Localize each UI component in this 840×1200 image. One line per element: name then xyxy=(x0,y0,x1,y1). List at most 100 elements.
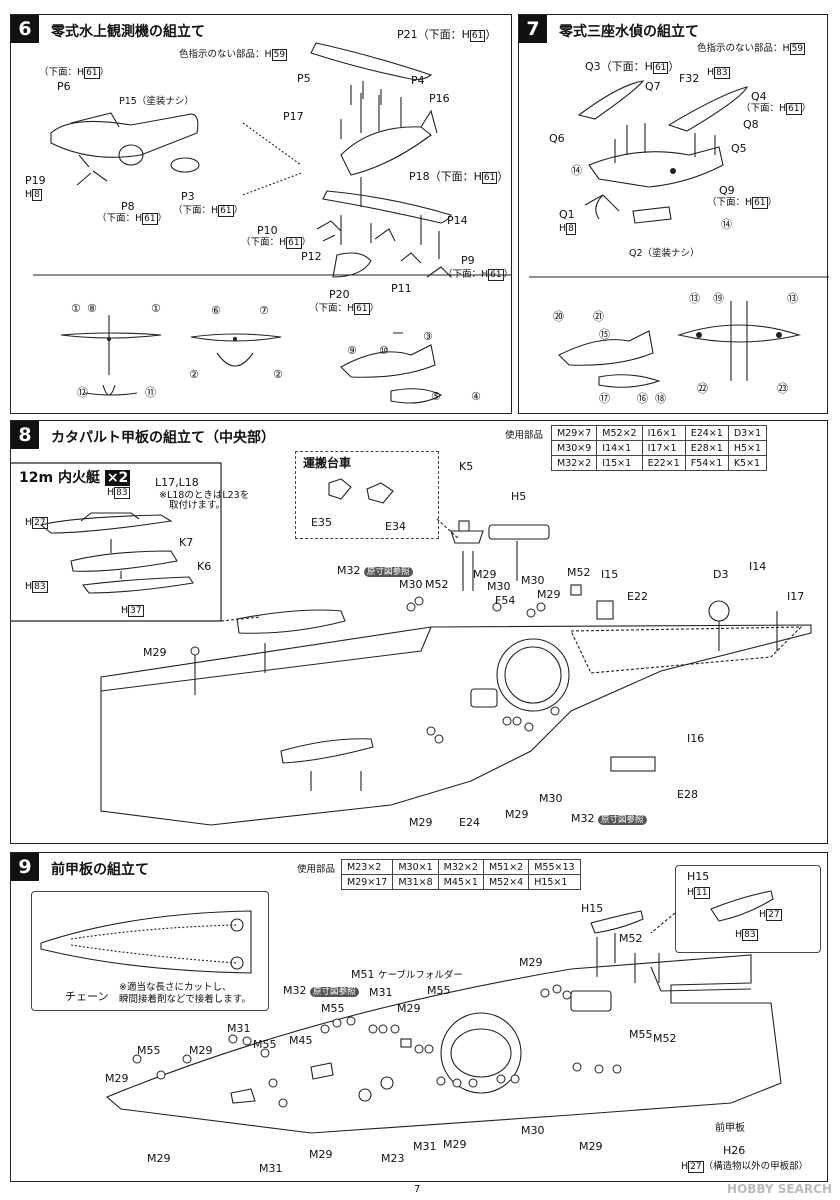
label-p9: P9 xyxy=(461,254,475,267)
label-d3: D3 xyxy=(713,568,729,581)
step6-title: 零式水上観測機の組立て xyxy=(51,24,205,40)
label-m29-f: M29 xyxy=(443,1138,467,1151)
label-text: （下面：H xyxy=(707,197,753,208)
marking-4: ④ xyxy=(471,390,481,403)
label-f32: F32 xyxy=(679,72,700,85)
label-m31-a: M31 xyxy=(369,986,393,999)
step8-title: カタパルト甲板の組立て（中央部） xyxy=(51,430,275,446)
label-text: H xyxy=(681,1161,689,1172)
label-h15: H15 xyxy=(581,902,604,915)
table-cell: H15×1 xyxy=(528,874,581,890)
label-e28: E28 xyxy=(677,788,698,801)
label-m29-left: M29 xyxy=(143,646,167,659)
label-text: （下面：H xyxy=(741,103,787,114)
label-p20: P20 xyxy=(329,288,350,301)
label-q7: Q7 xyxy=(645,80,661,93)
label-m30-a: M30 xyxy=(399,578,423,591)
label-text: H xyxy=(559,223,567,234)
marking-12: ⑫ xyxy=(77,386,88,399)
table-cell: K5×1 xyxy=(727,455,768,471)
ref-badge: 原寸図参照 xyxy=(598,815,647,825)
color-code: 61 xyxy=(469,30,486,42)
label-text: H xyxy=(107,487,115,498)
page-number: 7 xyxy=(414,1184,421,1195)
marking-17: ⑰ xyxy=(599,392,610,405)
label-m52-a: M52 xyxy=(425,578,449,591)
marking-2b: ② xyxy=(273,368,283,381)
label-text: Q3（下面：H xyxy=(585,60,653,73)
marking-11: ⑪ xyxy=(145,386,156,399)
label-text: （下面：H xyxy=(173,205,219,216)
marking-5: ⑤ xyxy=(431,390,441,403)
label-m29-h: M29 xyxy=(147,1152,171,1165)
color-code: 27 xyxy=(32,517,48,529)
label-m52-b: M52 xyxy=(653,1032,677,1045)
label-l17: L17,L18 xyxy=(155,476,199,489)
step6-note-text: 色指示のない部品：H xyxy=(179,49,272,60)
label-text: （下面：H xyxy=(97,213,143,224)
label-h5: H5 xyxy=(511,490,527,503)
marking-7: ⑦ xyxy=(259,304,269,317)
marking-20: ⑳ xyxy=(553,310,564,323)
label-m29-d: M29 xyxy=(105,1072,129,1085)
marking-23: ㉓ xyxy=(777,382,788,395)
label-text: H xyxy=(25,517,33,528)
label-p4: P4 xyxy=(411,74,425,87)
ref-badge: 原寸図参照 xyxy=(364,567,413,577)
marking-22: ㉒ xyxy=(697,382,708,395)
step8-parts-header: 使用部品 xyxy=(505,430,544,441)
step9-assembly-drawing xyxy=(40,890,782,1134)
label-text: P18（下面：H xyxy=(409,170,482,183)
ref-badge: 原寸図参照 xyxy=(310,987,359,997)
label-text: （下面：H xyxy=(241,237,287,248)
color-code: 61 xyxy=(84,67,100,79)
chain-note-2: 瞬間接着剤などで接着します。 xyxy=(119,994,251,1005)
color-code: 61 xyxy=(786,103,802,115)
table-cell: M29×17 xyxy=(340,874,394,890)
label-p19: P19 xyxy=(25,174,46,187)
label-i15: I15 xyxy=(601,568,619,581)
table-cell: I15×1 xyxy=(596,455,643,471)
label-m29-c: M29 xyxy=(409,816,433,829)
label-i16: I16 xyxy=(687,732,705,745)
color-code: 11 xyxy=(694,887,710,899)
table-cell: M31×8 xyxy=(392,874,439,890)
color-code: 83 xyxy=(114,487,130,499)
boat-title-text: 12m 内火艇 xyxy=(19,470,100,486)
label-h15-inset: H15 xyxy=(687,870,710,883)
marking-9: ⑨ xyxy=(347,344,357,357)
label-p3: P3 xyxy=(181,190,195,203)
label-m32-top: M32 原寸図参照 xyxy=(337,564,413,577)
step8-assembly-drawing xyxy=(11,462,812,826)
label-text: H xyxy=(759,909,767,920)
label-p14: P14 xyxy=(447,214,468,227)
color-code: 83 xyxy=(32,581,48,593)
label-m52-b: M52 xyxy=(567,566,591,579)
label-i17: I17 xyxy=(787,590,805,603)
label-l18-note: ※L18のときはL23を 取付けます。 xyxy=(159,490,249,512)
color-code: 83 xyxy=(714,67,730,79)
marking-21: ㉑ xyxy=(593,310,604,323)
label-p17: P17 xyxy=(283,110,304,123)
label-p16: P16 xyxy=(429,92,450,105)
label-m29-e: M29 xyxy=(309,1148,333,1161)
label-text: M32 xyxy=(337,564,361,577)
step7-note-text: 色指示のない部品：H xyxy=(697,43,790,54)
step7-note-color: 59 xyxy=(789,43,806,55)
step9-number: 9 xyxy=(11,853,39,881)
label-m32-bottom: M32 原寸図参照 xyxy=(571,812,647,825)
step6-number: 6 xyxy=(11,15,39,43)
label-text: M32 xyxy=(283,984,307,997)
label-m30-c: M30 xyxy=(521,574,545,587)
label-m52-a: M52 xyxy=(619,932,643,945)
label-text: P21（下面：H xyxy=(397,28,470,41)
chain-label: チェーン xyxy=(65,990,109,1003)
